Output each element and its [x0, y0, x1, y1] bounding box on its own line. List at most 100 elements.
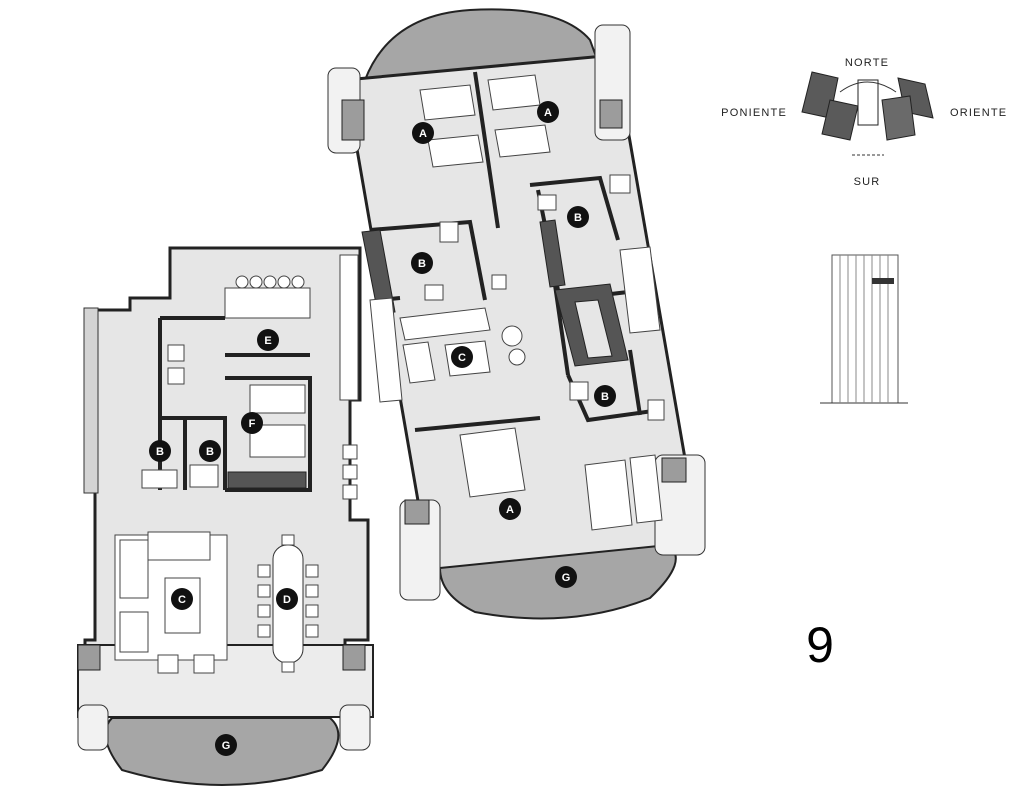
left-corner-right [339, 704, 371, 751]
chair [257, 604, 271, 618]
key-arc [839, 81, 897, 93]
chair [257, 564, 271, 578]
room-badge-b2: B [567, 206, 589, 228]
chair [305, 624, 319, 638]
armchair [508, 348, 526, 366]
chair [257, 584, 271, 598]
key-wing [821, 99, 859, 141]
fixture [167, 344, 185, 362]
service-walls [158, 316, 312, 492]
stool [263, 275, 277, 289]
compass-north-label: NORTE [845, 57, 889, 69]
key-wing [881, 95, 916, 141]
chair [305, 584, 319, 598]
highlighted-floor [872, 278, 894, 284]
console [629, 454, 663, 524]
room-badge-e1: E [257, 329, 279, 351]
room-badge-a3: A [499, 498, 521, 520]
bed [494, 124, 551, 158]
sofa [584, 459, 633, 531]
bed [427, 134, 484, 168]
bed [419, 84, 476, 121]
stool [277, 275, 291, 289]
room-letter: A [544, 107, 552, 119]
sofa [119, 539, 149, 599]
stool [249, 275, 263, 289]
sofa [119, 611, 149, 653]
floor-number: 9 [806, 617, 834, 673]
fixture [491, 274, 507, 290]
shelf [342, 464, 358, 480]
column [661, 457, 687, 483]
room-badge-c1: C [451, 346, 473, 368]
kitchen-counter-right [339, 254, 359, 401]
left-wing [77, 246, 374, 786]
fixture [609, 174, 631, 194]
room-letter: A [506, 504, 514, 516]
column [599, 99, 623, 129]
shelf [342, 444, 358, 460]
room-badge-b3: B [594, 385, 616, 407]
closet-inner [574, 299, 613, 359]
chair [257, 624, 271, 638]
shelf [342, 484, 358, 500]
kitchen-island [224, 287, 311, 319]
room-badge-d1: D [276, 588, 298, 610]
fixture [569, 381, 589, 401]
fixture [141, 469, 178, 489]
room-badge-c2: C [171, 588, 193, 610]
room-letter: B [574, 212, 582, 224]
left-glass-strip [83, 307, 99, 494]
chair [281, 534, 295, 546]
chair [305, 564, 319, 578]
left-column-right [342, 644, 366, 671]
room-letter: F [249, 418, 256, 430]
fixture [537, 194, 557, 211]
room-letter: A [419, 128, 427, 140]
compass-west-label: PONIENTE [721, 107, 787, 119]
key-core [857, 79, 879, 126]
room-badge-b4: B [149, 440, 171, 462]
fixture [439, 221, 459, 243]
compass-east-label: ORIENTE [950, 107, 1007, 119]
room-letter: G [562, 572, 571, 584]
room-letter: B [156, 446, 164, 458]
tower-elevation [820, 254, 908, 404]
room-badge-b1: B [411, 252, 433, 274]
column [404, 499, 430, 525]
sofa [147, 531, 211, 561]
fixture [189, 464, 219, 488]
room-letter: C [178, 594, 186, 606]
bed [459, 427, 526, 498]
room-badge-a1: A [412, 122, 434, 144]
cabinet [369, 297, 403, 403]
room-letter: B [206, 446, 214, 458]
hatched-floor [227, 471, 307, 489]
bed [249, 384, 306, 414]
room-badge-g1: G [555, 566, 577, 588]
left-column-left [77, 644, 101, 671]
room-labels: A A A B B B B B C C D E [149, 101, 616, 756]
chair [281, 661, 295, 673]
stool [291, 275, 305, 289]
room-letter: B [601, 391, 609, 403]
room-letter: G [222, 740, 231, 752]
sofa [402, 341, 436, 384]
room-badge-b5: B [199, 440, 221, 462]
room-badge-a2: A [537, 101, 559, 123]
room-badge-f1: F [241, 412, 263, 434]
armchair [501, 325, 523, 347]
bed [487, 74, 541, 111]
bed [619, 246, 661, 334]
sofa [399, 307, 491, 341]
column [341, 99, 365, 141]
armchair [157, 654, 179, 674]
left-corner-left [77, 704, 109, 751]
closet [539, 219, 566, 288]
armchair [193, 654, 215, 674]
room-letter: C [458, 352, 466, 364]
right-wing [327, 8, 706, 620]
fixture [647, 399, 665, 421]
closet [361, 229, 396, 315]
